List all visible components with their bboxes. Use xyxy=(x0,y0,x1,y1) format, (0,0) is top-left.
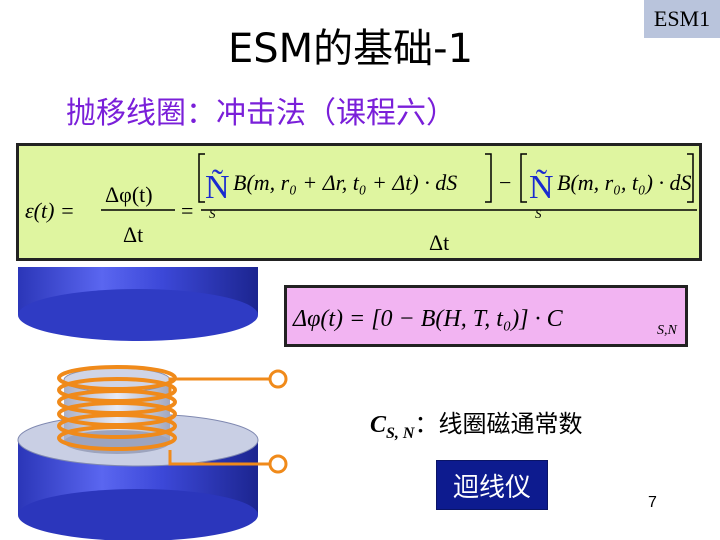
emf-formula-box: ε(t) = Δφ(t) Δt = Δt Ñ Ñ S S B(m, r₀ + Δ… xyxy=(16,143,702,261)
coil-leads xyxy=(168,377,270,466)
flux-formula-sub: S,N xyxy=(657,323,678,338)
page-number: 7 xyxy=(648,494,657,511)
flux-formula-box: Δφ(t) = [0 − B(H, T, t₀)] · C S,N xyxy=(284,285,688,347)
formula-dphi: Δφ(t) xyxy=(105,182,153,207)
formula-dt-2: Δt xyxy=(429,230,449,255)
hysteresis-meter-button[interactable]: 迴线仪 xyxy=(436,460,548,510)
formula-lhs: ε(t) = xyxy=(25,198,75,223)
integral-icon: Ñ xyxy=(205,169,230,206)
flux-formula-text: Δφ(t) = [0 − B(H, T, t₀)] · C xyxy=(292,306,564,332)
terminal-icon[interactable] xyxy=(268,454,288,474)
coil-constant-label: CS, N：线圈磁通常数 xyxy=(370,404,582,443)
integral-icon: Ñ xyxy=(529,169,554,206)
flux-formula: Δφ(t) = [0 − B(H, T, t₀)] · C S,N xyxy=(292,306,678,338)
emf-formula: ε(t) = Δφ(t) Δt = Δt Ñ Ñ S S B(m, r₀ + Δ… xyxy=(25,153,697,255)
corner-tag: ESM1 xyxy=(644,0,720,38)
constant-symbol: C xyxy=(370,412,387,438)
constant-subscript: S, N xyxy=(386,424,415,442)
formula-eq: = xyxy=(181,198,193,223)
terminal-icon[interactable] xyxy=(268,369,288,389)
formula-dt: Δt xyxy=(123,222,143,247)
constant-description: ：线圈磁通常数 xyxy=(414,410,583,438)
slide-title: ESM的基础-1 xyxy=(228,26,474,72)
coil-icon xyxy=(57,365,177,451)
formula-num2: B(m, r₀, t₀) · dS xyxy=(557,170,691,195)
subtitle: 抛移线圈：冲击法（课程六） xyxy=(66,96,456,131)
integral-sub-2: S xyxy=(535,206,542,221)
integral-sub: S xyxy=(209,206,216,221)
formula-num1: B(m, r₀ + Δr, t₀ + Δt) · dS xyxy=(233,170,457,195)
formula-minus: − xyxy=(499,170,511,195)
